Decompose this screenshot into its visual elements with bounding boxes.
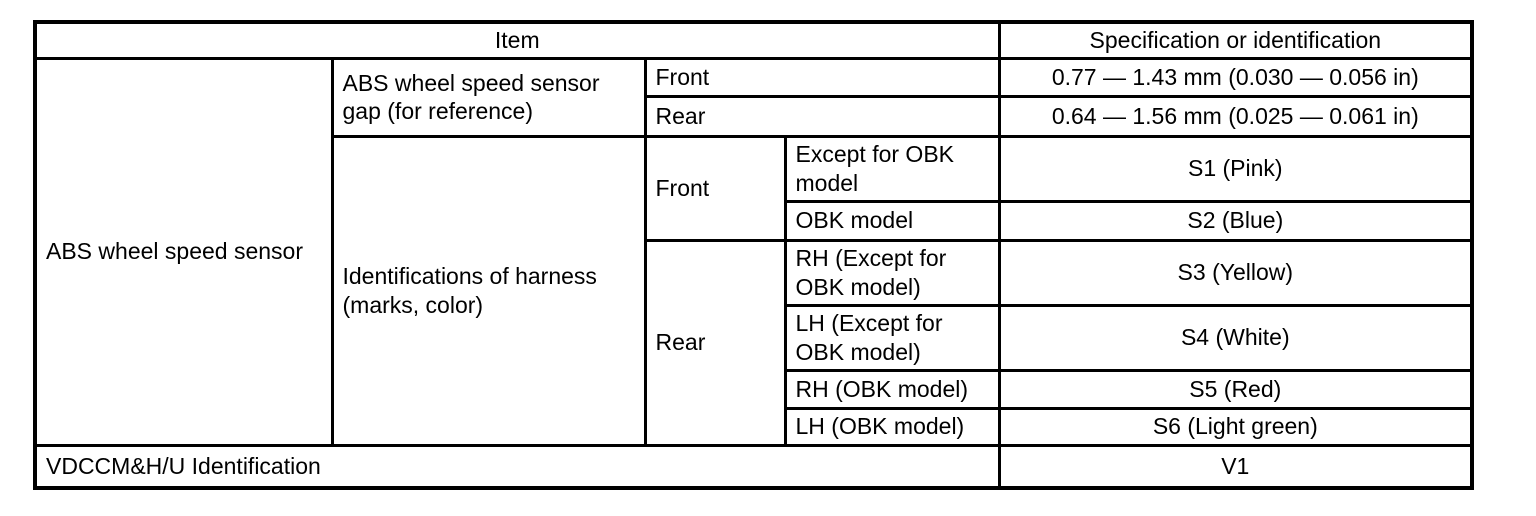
row-harness-front-except-obk: Identifications of harness (marks, color…	[35, 134, 1474, 447]
cell-rear-lh-except-value: S4 (White)	[997, 303, 1474, 372]
cell-front-except-obk-value: S1 (Pink)	[997, 134, 1474, 203]
cell-front-obk-value: S2 (Blue)	[997, 199, 1474, 242]
cell-gap-front-value: 0.77 — 1.43 mm (0.030 — 0.056 in)	[997, 56, 1474, 98]
cell-rear-rh-except-label: RH (Except for OBK model)	[783, 238, 1001, 307]
cell-gap-rear-value: 0.64 — 1.56 mm (0.025 — 0.061 in)	[997, 94, 1474, 138]
cell-front-except-obk-label: Except for OBK model	[783, 134, 1001, 203]
row-harness-rear-rh-obk: RH (OBK model) S5 (Red)	[35, 368, 1474, 410]
table-header-row: Item Specification or identification	[33, 20, 1474, 60]
row-harness-front-obk: OBK model S2 (Blue)	[35, 199, 1474, 242]
cell-rear-rh-obk-value: S5 (Red)	[997, 368, 1474, 410]
header-specification: Specification or identification	[997, 20, 1474, 60]
cell-gap-front-label: Front	[643, 56, 1001, 98]
row-harness-rear-lh-except: LH (Except for OBK model) S4 (White)	[35, 303, 1474, 372]
row-gap-front: ABS wheel speed sensor ABS wheel speed s…	[33, 56, 1474, 447]
row-harness-rear-rh-except: Rear RH (Except for OBK model) S3 (Yello…	[35, 238, 1474, 447]
row-gap-rear: Rear 0.64 — 1.56 mm (0.025 — 0.061 in)	[35, 94, 1474, 138]
cell-gap-label: ABS wheel speed sensor gap (for referenc…	[330, 56, 647, 138]
cell-rear-lh-obk-value: S6 (Light green)	[997, 406, 1474, 447]
cell-rear-lh-obk-label: LH (OBK model)	[783, 406, 1001, 447]
cell-gap-rear-label: Rear	[643, 94, 1001, 138]
cell-rear-rh-obk-label: RH (OBK model)	[783, 368, 1001, 410]
cell-rear-rh-except-value: S3 (Yellow)	[997, 238, 1474, 307]
cell-front-obk-label: OBK model	[783, 199, 1001, 242]
cell-sensor-group-label: ABS wheel speed sensor	[33, 56, 334, 447]
cell-harness-label: Identifications of harness (marks, color…	[330, 134, 647, 447]
row-harness-rear-lh-obk: LH (OBK model) S6 (Light green)	[35, 406, 1474, 447]
spec-table: Item Specification or identification ABS…	[33, 20, 1475, 491]
cell-vdccm-label: VDCCM&H/U Identification	[33, 443, 1001, 490]
cell-harness-rear-label: Rear	[643, 238, 787, 447]
cell-harness-front-label: Front	[643, 134, 787, 242]
row-vdccm: VDCCM&H/U Identification V1	[33, 443, 1474, 490]
cell-rear-lh-except-label: LH (Except for OBK model)	[783, 303, 1001, 372]
header-item: Item	[33, 20, 1001, 60]
cell-vdccm-value: V1	[997, 443, 1474, 490]
